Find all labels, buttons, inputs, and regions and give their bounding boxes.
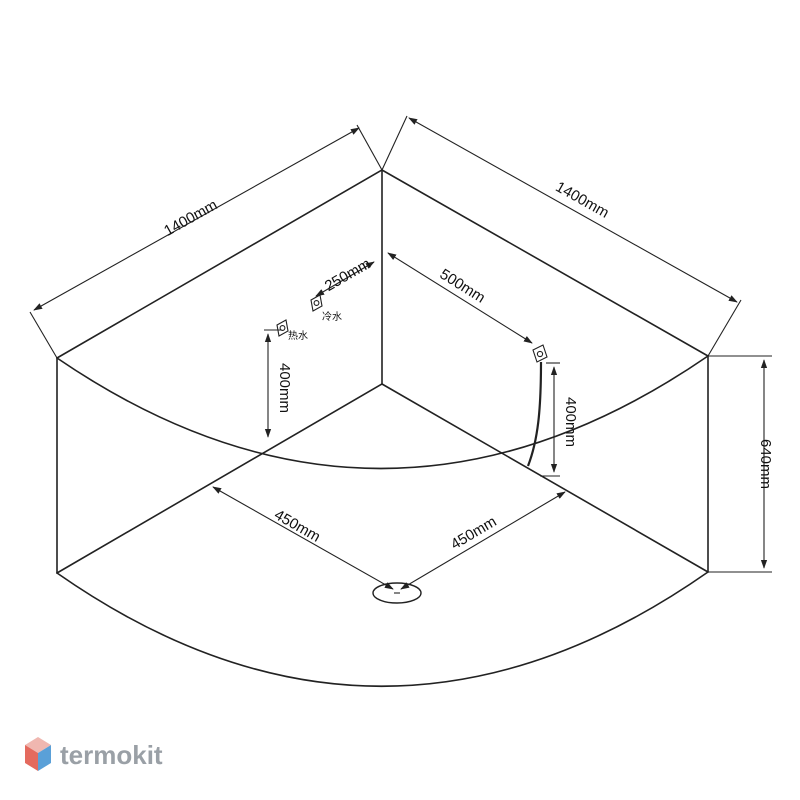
extension-line — [381, 115, 408, 171]
extension-line — [29, 311, 58, 359]
drain-hole-icon — [372, 582, 422, 604]
left-wall-length-label: 1400mm — [161, 196, 220, 239]
dimension-line — [315, 261, 375, 297]
tub-height-dimension: 640mm — [708, 355, 774, 573]
extension-line — [707, 299, 742, 357]
cold-water-fitting-icon — [310, 294, 323, 312]
inlet-spacing-dimension: 250mm — [315, 255, 375, 297]
cold-water-label: 冷水 — [322, 310, 342, 323]
tub-height-label: 640mm — [757, 439, 774, 489]
right-wall-dimension: 1400mm — [381, 115, 742, 357]
floor-right-edge — [381, 383, 709, 573]
dimension-line — [212, 486, 394, 590]
inlet-height-label: 400mm — [276, 363, 293, 413]
inlet-spacing-label: 250mm — [322, 255, 374, 295]
drain-offset-dimension: 500mm — [387, 252, 533, 344]
hot-water-fitting-icon — [276, 319, 289, 337]
dimension-line — [33, 127, 360, 311]
top-right-rim-edge — [381, 169, 709, 357]
drain-offset-label: 500mm — [437, 266, 488, 307]
floor-drain — [372, 582, 422, 604]
dimension-line — [387, 252, 533, 344]
drain-pipe-line — [526, 361, 543, 467]
drain-left-distance-label: 450mm — [271, 506, 323, 545]
hexagon-cube-icon — [25, 737, 51, 771]
overflow-fitting-icon — [532, 344, 548, 363]
left-wall-dimension: 1400mm — [29, 124, 383, 359]
dimension-line — [400, 491, 566, 590]
bottom-front-arc — [56, 571, 709, 688]
hot-water-label: 热水 — [288, 329, 308, 342]
floor-left-edge — [56, 383, 383, 574]
top-left-rim-edge — [56, 169, 383, 359]
termokit-logo: termokit — [25, 737, 163, 771]
top-front-arc — [56, 355, 709, 470]
cold-water-inlet: 冷水 — [310, 294, 342, 323]
drain-height-dimension: 400mm — [540, 362, 579, 477]
hot-water-fitting-hole — [279, 325, 286, 331]
drain-height-label: 400mm — [562, 397, 579, 447]
drain-right-distance-label: 450mm — [448, 513, 500, 553]
hot-water-inlet: 热水 — [276, 319, 308, 342]
dimension-line — [408, 117, 738, 303]
drain-right-dimension: 450mm — [400, 491, 566, 590]
drain-left-dimension: 450mm — [212, 486, 394, 590]
cold-water-fitting-hole — [313, 300, 320, 306]
tub-outline — [56, 169, 709, 688]
brand-name: termokit — [60, 740, 163, 770]
overflow-fitting-hole — [536, 350, 544, 358]
inlet-height-dimension: 400mm — [264, 329, 293, 438]
drain-pipe — [526, 344, 548, 467]
extension-line — [356, 124, 383, 171]
